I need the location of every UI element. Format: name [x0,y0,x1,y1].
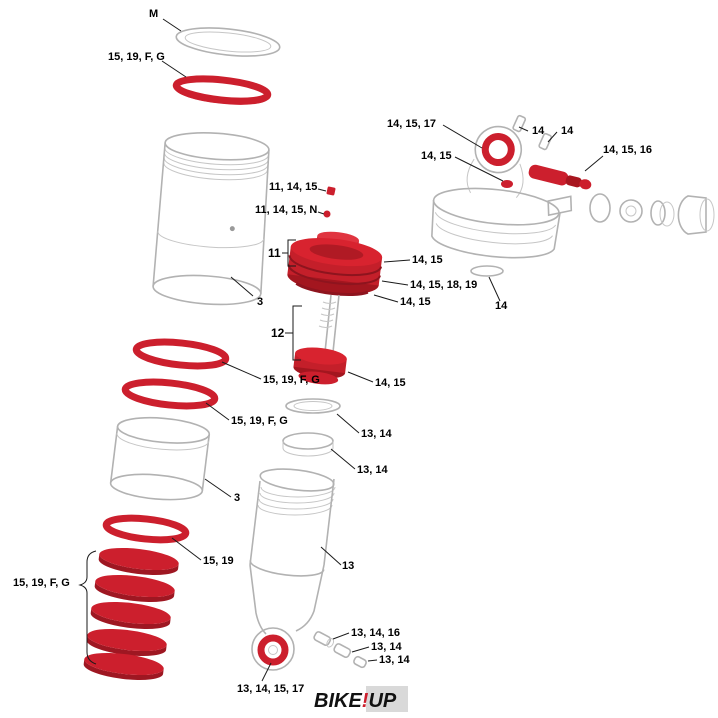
bracket-spacer-stack [78,550,97,665]
label-seal-head-c: 14, 15 [400,296,431,308]
label-bolt-small: 11, 14, 15 [269,181,317,193]
mid-o-ring-b-drawing [121,378,219,410]
label-shaft-group: 12 [271,326,285,340]
label-hardware-a: 13, 14, 16 [351,627,400,639]
label-eyelet-top: 14, 15, 17 [387,118,436,130]
piston-drawing [293,347,347,385]
glide-ring-b-drawing [282,432,334,457]
damper-shaft-drawing [318,294,340,353]
watermark-up: UP [368,690,396,712]
label-eyelet-bottom: 13, 14, 15, 17 [237,683,304,695]
svg-text:BIKE!UP: BIKE!UP [314,690,397,712]
label-upper-can: 3 [257,296,263,308]
leader-lines [161,18,604,682]
washer-drawing [470,265,504,277]
damper-head-assembly-drawing [431,125,573,259]
watermark-bike: BIKE [314,690,362,712]
label-top-red-ring: 15, 19, F, G [108,51,165,63]
upper-air-can-drawing [152,132,270,306]
label-gray-ring-a: 13, 14 [361,428,392,440]
piston-hardware-right-drawing [589,193,715,235]
eyelet-drawing [251,627,295,671]
valve-core-drawing [501,180,513,188]
label-hardware-c: 13, 14 [379,654,410,666]
label-washer: 14 [495,300,508,312]
label-mid-red-ring-a: 15, 19, F, G [263,374,320,386]
glide-ring-a-drawing [285,398,341,414]
label-nut-small: 11, 14, 15, N [255,204,317,216]
o-ring-top-drawing [172,75,272,105]
label-gray-ring-b: 13, 14 [357,464,388,476]
label-damper-body: 13 [342,560,354,572]
watermark: BIKE!UP [314,686,408,712]
single-o-ring-drawing [102,514,190,544]
spacer-stack-drawing [83,547,179,680]
mounting-pin-a-drawing [512,114,527,133]
lower-air-can-drawing [109,416,211,501]
bracket-shaft-group [285,305,302,361]
mounting-pin-b-drawing [538,132,553,151]
bracket-seal-head-group [282,239,296,267]
watermark-box [366,686,408,712]
label-seal-head-group: 11 [268,246,281,260]
air-valve-drawing [528,164,592,190]
label-seal-head-b: 14, 15, 18, 19 [410,279,477,291]
label-spacer-stack: 15, 19, F, G [13,577,70,589]
label-pin-b: 14 [561,125,574,137]
label-pin-a: 14 [532,125,545,137]
seal-ring-m-drawing [175,27,281,57]
label-lower-can: 3 [234,492,240,504]
label-mid-red-ring-b: 15, 19, F, G [231,415,288,427]
label-seal-head-a: 14, 15 [412,254,443,266]
label-top-ring-m: M [149,8,158,20]
label-valve-stem: 14, 15, 16 [603,144,652,156]
mid-o-ring-a-drawing [132,338,230,370]
small-red-bolt-drawing [326,186,336,196]
label-single-red-ring: 15, 19 [203,555,234,567]
small-red-nut-drawing [323,210,331,218]
watermark-bang: ! [362,690,369,712]
label-piston: 14, 15 [375,377,406,389]
damper-body-drawing [249,468,336,635]
label-valve-core: 14, 15 [421,150,452,162]
seal-head-drawing [287,231,383,297]
label-hardware-b: 13, 14 [371,641,402,653]
mounting-hardware-drawing [313,631,367,669]
